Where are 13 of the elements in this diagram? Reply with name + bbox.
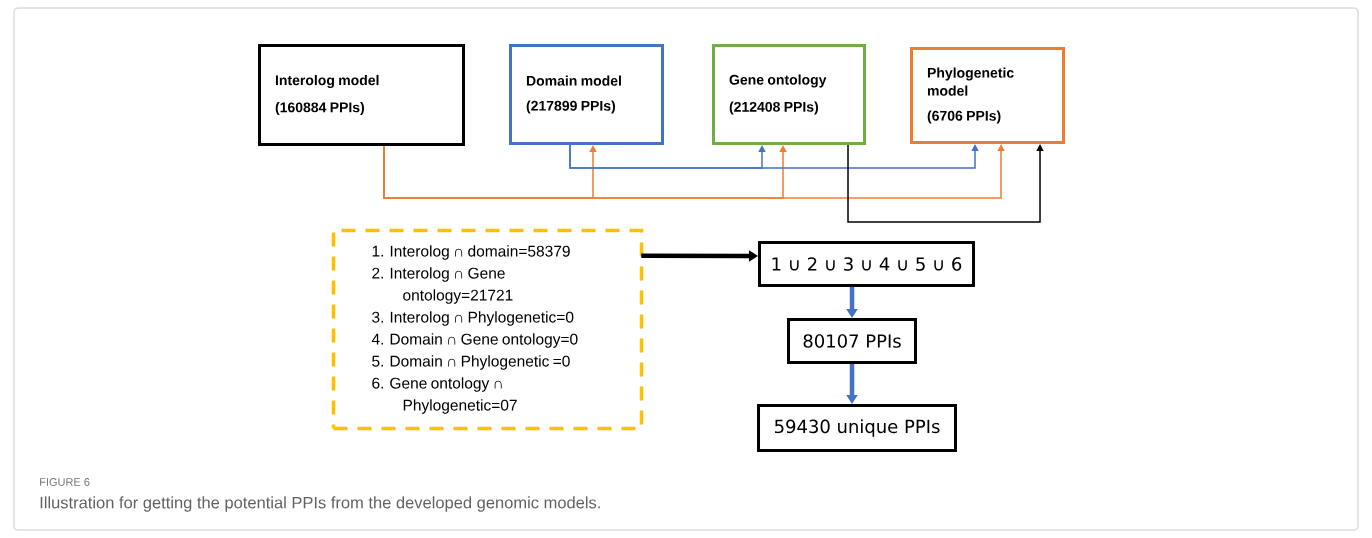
figure-label: FIGURE 6 — [40, 478, 90, 486]
model-box: Interolog model (160884 PPIs) — [258, 44, 465, 146]
dashed-list-box: 1. Interolog ∩ domain=58379 2. Interolog ∩ Gene ontology=21721 3. Interolog ∩ Phylogenetic=0 4. Domain ∩ Gene ontology=0 5. Domain ∩ Phylogenetic =0 6. Gene ontology ∩ Phylogenetic=07 — [331, 228, 644, 431]
model-box: Domain model (217899 PPIs) — [509, 44, 664, 145]
result-box: 1 ∪ 2 ∪ 3 ∪ 4 ∪ 5 ∪ 6 — [758, 241, 975, 287]
model-box: Phylogenetic model (6706 PPIs) — [910, 47, 1065, 144]
caption: Illustration for getting the potential PPIs from the developed genomic models. — [40, 496, 600, 512]
result-box: 59430 unique PPIs — [757, 404, 957, 452]
arrow — [847, 144, 1044, 223]
arrow — [383, 144, 1005, 199]
arrow — [569, 144, 979, 169]
model-box: Gene ontology (212408 PPIs) — [712, 44, 866, 145]
result-box: 80107 PPIs — [787, 318, 917, 364]
